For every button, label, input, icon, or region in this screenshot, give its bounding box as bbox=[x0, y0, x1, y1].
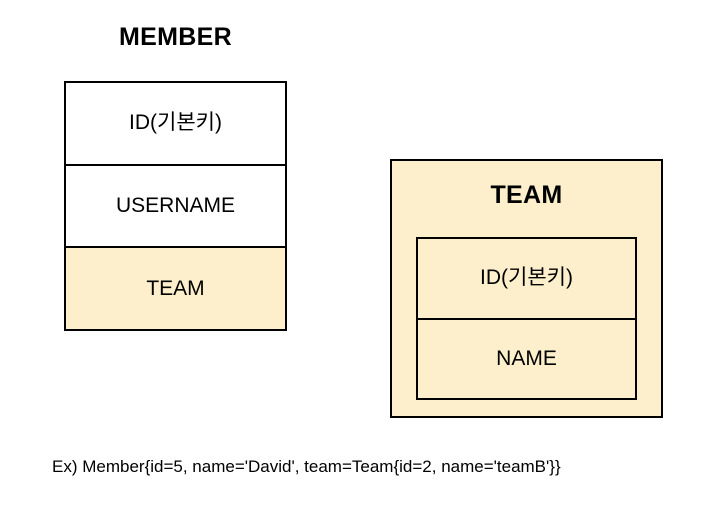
member-row-team: TEAM bbox=[66, 246, 285, 330]
member-row-id: ID(기본키) bbox=[66, 83, 285, 164]
member-entity-table: ID(기본키) USERNAME TEAM bbox=[64, 81, 287, 331]
member-row-username: USERNAME bbox=[66, 163, 285, 247]
team-row-name: NAME bbox=[418, 317, 635, 398]
example-caption: Ex) Member{id=5, name='David', team=Team… bbox=[52, 457, 561, 476]
member-row-id-label: ID(기본키) bbox=[129, 111, 222, 135]
member-row-team-label: TEAM bbox=[146, 276, 205, 300]
team-entity-title: TEAM bbox=[490, 181, 563, 209]
team-entity-box: TEAM ID(기본키) NAME bbox=[390, 159, 663, 418]
member-entity-title: MEMBER bbox=[119, 23, 232, 51]
team-row-id-label: ID(기본키) bbox=[480, 266, 573, 290]
team-row-name-label: NAME bbox=[496, 346, 557, 370]
member-row-username-label: USERNAME bbox=[115, 194, 236, 217]
team-row-id: ID(기본키) bbox=[418, 239, 635, 318]
team-entity-table: ID(기본키) NAME bbox=[416, 237, 637, 400]
